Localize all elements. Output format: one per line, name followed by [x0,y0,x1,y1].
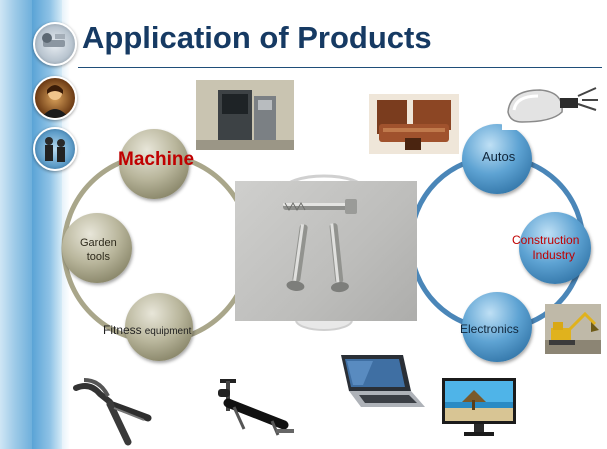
machine-photo [196,80,294,150]
left-decor-bar [0,0,32,449]
page-title: Application of Products [82,20,432,55]
monitor-photo [440,376,518,440]
laptop-photo [333,351,427,411]
fitness-equipment-node [125,293,193,361]
machine-node [119,129,189,199]
car-mirror-photo [502,82,600,130]
electronics-label: Electronics [460,322,519,336]
autos-label: Autos [482,149,516,164]
construction-label-line2: Industry [532,248,576,262]
person-icon [33,76,77,120]
title-underline [78,67,602,68]
fitness-equipment-label: Fitness equipment [103,323,191,337]
product-screws-photo [235,181,417,321]
construction-industry-label: Construction Industry [512,233,579,263]
business-people-icon [33,127,77,171]
office-furniture-photo [369,94,459,154]
excavator-photo [545,304,601,354]
electronics-node [462,292,532,362]
construction-label-line1: Construction [512,233,580,247]
pruning-shears-photo [70,378,154,446]
machine-label: Machine [118,149,195,170]
left-decor-bar-inner [32,0,62,449]
hardware-icon [33,22,77,66]
autos-node [462,124,532,194]
construction-industry-node [519,212,591,284]
equipment-label-word: equipment [144,326,192,337]
fitness-label-word: Fitness [103,323,142,337]
fitness-bench-photo [214,373,298,439]
garden-tools-node [62,213,132,283]
garden-tools-label: Garden tools [80,237,117,263]
